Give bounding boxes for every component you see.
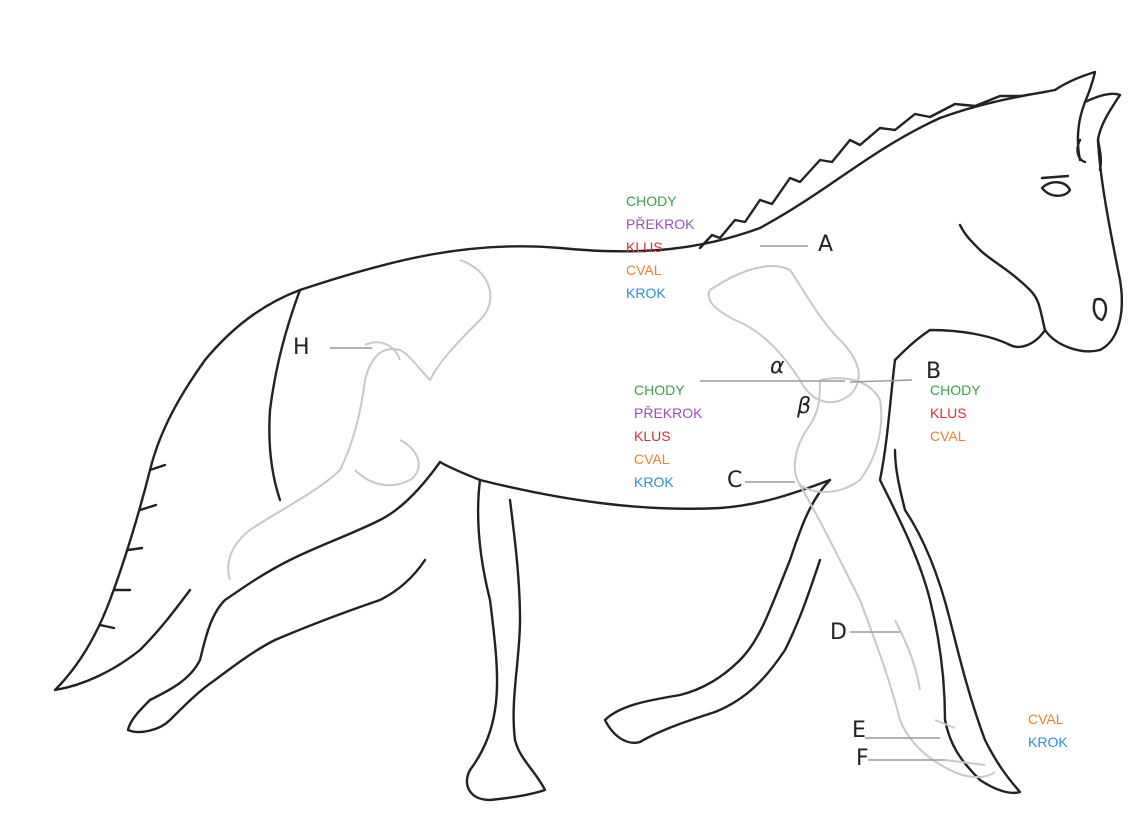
marker-d: D	[830, 622, 847, 644]
label-cval: CVAL	[1028, 712, 1068, 727]
label-klus: KLUS	[634, 429, 702, 444]
gait-labels-bottom: CVAL KROK	[1028, 712, 1068, 750]
label-krok: KROK	[634, 475, 702, 490]
label-klus: KLUS	[626, 240, 694, 255]
label-klus: KLUS	[930, 406, 981, 421]
marker-f: F	[856, 748, 869, 770]
marker-c: C	[727, 470, 742, 492]
label-krok: KROK	[626, 286, 694, 301]
label-cval: CVAL	[930, 429, 981, 444]
marker-h: H	[293, 337, 310, 359]
gait-labels-right: CHODY KLUS CVAL	[930, 383, 981, 444]
label-cval: CVAL	[626, 263, 694, 278]
label-chody: CHODY	[626, 194, 694, 209]
marker-alpha: α	[770, 356, 785, 378]
label-chody: CHODY	[634, 383, 702, 398]
label-chody: CHODY	[930, 383, 981, 398]
gait-labels-mid: CHODY PŘEKROK KLUS CVAL KROK	[634, 383, 702, 490]
label-prekrok: PŘEKROK	[626, 217, 694, 232]
marker-beta: β	[797, 396, 811, 418]
skeleton-overlay	[228, 260, 995, 777]
label-cval: CVAL	[634, 452, 702, 467]
label-krok: KROK	[1028, 735, 1068, 750]
marker-b: B	[926, 361, 941, 383]
marker-a: A	[818, 234, 833, 256]
pointer-lines	[330, 246, 945, 760]
label-prekrok: PŘEKROK	[634, 406, 702, 421]
marker-e: E	[852, 720, 866, 742]
gait-labels-top: CHODY PŘEKROK KLUS CVAL KROK	[626, 194, 694, 301]
